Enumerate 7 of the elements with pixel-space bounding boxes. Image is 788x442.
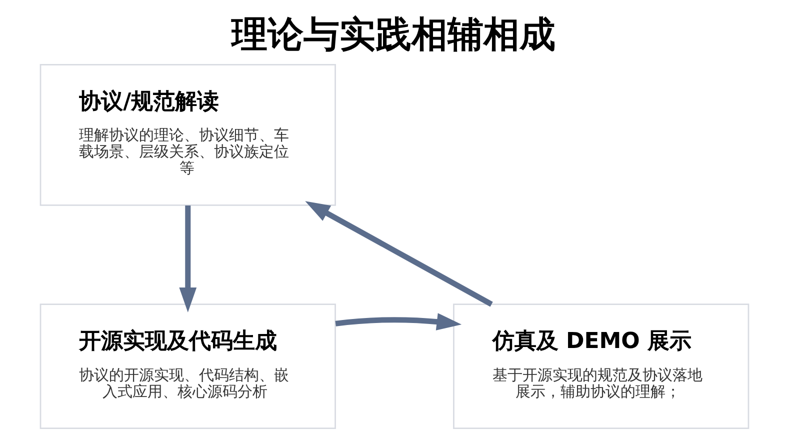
node-box: 开源实现及代码生成 协议的开源实现、代码结构、嵌入式应用、核心源码分析 bbox=[39, 304, 336, 429]
arrow bbox=[304, 201, 492, 307]
arrow bbox=[334, 313, 462, 330]
diagram-title: 理论与实践相辅相成 bbox=[230, 14, 555, 56]
node-box: 仿真及 DEMO 展示 基于开源实现的规范及协议落地展示，辅助协议的理解； bbox=[452, 304, 749, 429]
arrow bbox=[178, 206, 196, 312]
node-box: 协议/规范解读 理解协议的理论、协议细节、车载场景、层级关系、协议族定位等 bbox=[39, 64, 336, 206]
